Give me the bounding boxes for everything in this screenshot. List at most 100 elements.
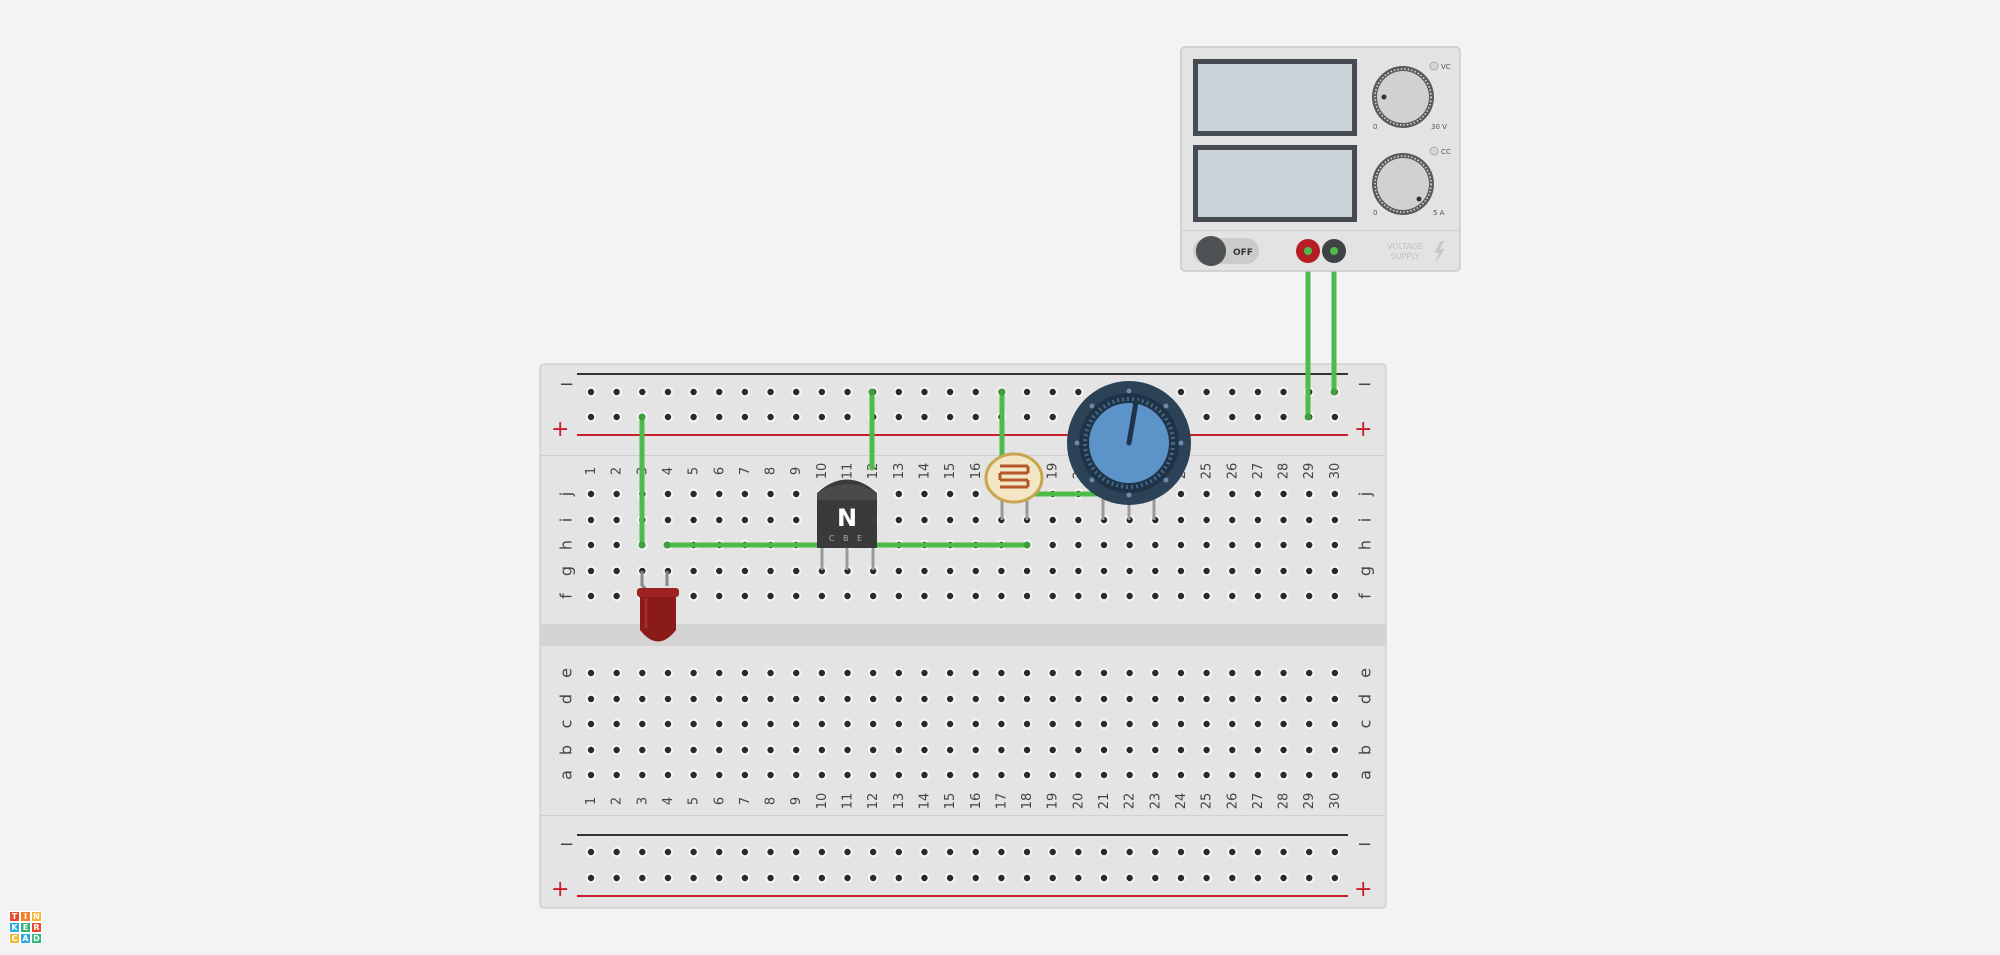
photoresistor[interactable] [984, 452, 1044, 520]
breadboard-hole[interactable] [765, 667, 776, 679]
breadboard-hole[interactable] [1021, 667, 1033, 679]
breadboard-hole[interactable] [944, 667, 956, 679]
potentiometer[interactable] [1067, 381, 1191, 520]
breadboard-hole[interactable] [1278, 565, 1289, 577]
breadboard-hole[interactable] [842, 872, 853, 884]
breadboard-hole[interactable] [1047, 565, 1058, 577]
breadboard-hole[interactable] [944, 514, 956, 526]
breadboard-hole[interactable] [1252, 846, 1264, 858]
breadboard-hole[interactable] [1304, 488, 1315, 500]
breadboard-hole[interactable] [919, 565, 930, 577]
breadboard-hole[interactable] [1175, 488, 1187, 500]
breadboard-hole[interactable] [1047, 769, 1058, 781]
breadboard-hole[interactable] [739, 386, 751, 398]
breadboard-hole[interactable] [688, 488, 699, 500]
breadboard-hole[interactable] [688, 693, 699, 705]
breadboard-hole[interactable] [1175, 744, 1187, 756]
breadboard-hole[interactable] [739, 693, 751, 705]
breadboard-hole[interactable] [1201, 411, 1212, 423]
breadboard-hole[interactable] [585, 590, 597, 602]
breadboard-hole[interactable] [611, 386, 622, 398]
breadboard-hole[interactable] [1227, 667, 1238, 679]
breadboard-hole[interactable] [1150, 590, 1161, 602]
breadboard-hole[interactable] [816, 744, 828, 756]
breadboard-hole[interactable] [1098, 693, 1110, 705]
breadboard-hole[interactable] [1073, 514, 1084, 526]
breadboard-hole[interactable] [714, 846, 725, 858]
breadboard-hole[interactable] [662, 667, 674, 679]
breadboard-hole[interactable] [714, 411, 725, 423]
breadboard-hole[interactable] [585, 386, 597, 398]
breadboard-hole[interactable] [765, 718, 776, 730]
breadboard-hole[interactable] [1175, 872, 1187, 884]
breadboard-hole[interactable] [1278, 411, 1289, 423]
breadboard-hole[interactable] [944, 386, 956, 398]
breadboard-hole[interactable] [714, 386, 725, 398]
breadboard-hole[interactable] [944, 693, 956, 705]
breadboard-hole[interactable] [611, 488, 622, 500]
breadboard-hole[interactable] [1304, 769, 1315, 781]
breadboard-hole[interactable] [1252, 386, 1264, 398]
breadboard-hole[interactable] [714, 718, 725, 730]
breadboard-hole[interactable] [1073, 872, 1084, 884]
breadboard-hole[interactable] [688, 411, 699, 423]
breadboard-hole[interactable] [1227, 590, 1238, 602]
breadboard-hole[interactable] [765, 693, 776, 705]
breadboard-hole[interactable] [816, 846, 828, 858]
breadboard-hole[interactable] [688, 565, 699, 577]
breadboard-hole[interactable] [919, 846, 930, 858]
breadboard-hole[interactable] [893, 769, 904, 781]
breadboard-hole[interactable] [611, 872, 622, 884]
breadboard-hole[interactable] [585, 488, 597, 500]
breadboard-hole[interactable] [1201, 872, 1212, 884]
breadboard-hole[interactable] [1124, 846, 1135, 858]
breadboard-hole[interactable] [791, 514, 802, 526]
breadboard-hole[interactable] [585, 769, 597, 781]
breadboard-hole[interactable] [662, 872, 674, 884]
breadboard-hole[interactable] [791, 718, 802, 730]
breadboard-hole[interactable] [1329, 514, 1341, 526]
breadboard-hole[interactable] [970, 693, 981, 705]
breadboard-hole[interactable] [1021, 769, 1033, 781]
breadboard-hole[interactable] [1098, 744, 1110, 756]
breadboard-hole[interactable] [791, 846, 802, 858]
breadboard-hole[interactable] [1175, 514, 1187, 526]
breadboard-hole[interactable] [1252, 488, 1264, 500]
breadboard-hole[interactable] [1252, 769, 1264, 781]
breadboard-hole[interactable] [1175, 539, 1187, 551]
breadboard-hole[interactable] [1329, 488, 1341, 500]
breadboard-hole[interactable] [1124, 744, 1135, 756]
breadboard-hole[interactable] [867, 590, 879, 602]
breadboard-hole[interactable] [1073, 386, 1084, 398]
breadboard-hole[interactable] [893, 744, 904, 756]
breadboard-hole[interactable] [1047, 744, 1058, 756]
breadboard-hole[interactable] [1150, 565, 1161, 577]
breadboard-hole[interactable] [1047, 590, 1058, 602]
breadboard-hole[interactable] [1150, 539, 1161, 551]
breadboard-hole[interactable] [1278, 693, 1289, 705]
breadboard-hole[interactable] [893, 718, 904, 730]
breadboard-hole[interactable] [688, 386, 699, 398]
breadboard-hole[interactable] [585, 514, 597, 526]
breadboard-hole[interactable] [1252, 744, 1264, 756]
breadboard-hole[interactable] [714, 769, 725, 781]
breadboard-hole[interactable] [1150, 667, 1161, 679]
voltage-knob[interactable] [1372, 66, 1434, 128]
breadboard-hole[interactable] [662, 411, 674, 423]
breadboard-hole[interactable] [1098, 872, 1110, 884]
breadboard-hole[interactable] [688, 872, 699, 884]
breadboard-hole[interactable] [739, 769, 751, 781]
breadboard-hole[interactable] [893, 411, 904, 423]
breadboard-hole[interactable] [1150, 718, 1161, 730]
breadboard-hole[interactable] [1329, 565, 1341, 577]
breadboard-hole[interactable] [1124, 539, 1135, 551]
breadboard-hole[interactable] [1047, 411, 1058, 423]
breadboard-hole[interactable] [1329, 693, 1341, 705]
breadboard-hole[interactable] [611, 693, 622, 705]
breadboard-hole[interactable] [944, 488, 956, 500]
breadboard-hole[interactable] [585, 411, 597, 423]
breadboard-hole[interactable] [611, 539, 622, 551]
breadboard-hole[interactable] [893, 514, 904, 526]
breadboard-hole[interactable] [1278, 539, 1289, 551]
breadboard-hole[interactable] [867, 693, 879, 705]
